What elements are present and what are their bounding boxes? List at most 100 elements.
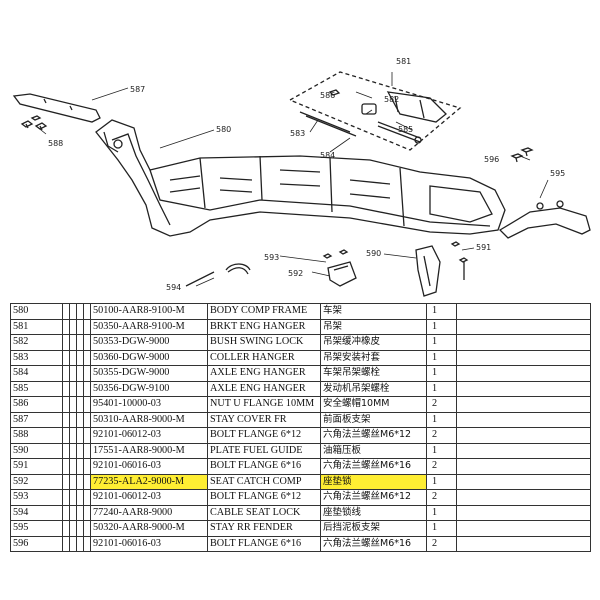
quantity-cell: 2 [426, 427, 457, 444]
part-number-cell: 50320-AAR8-9000-M [90, 520, 208, 537]
row-index-cell: 581 [10, 318, 63, 335]
chinese-name-cell: 后挡泥板支架 [320, 520, 427, 537]
part-number-cell: 92101-06016-03 [90, 535, 208, 552]
part-number-cell: 92101-06012-03 [90, 427, 208, 444]
blank-cell [69, 473, 77, 490]
remarks-cell [456, 489, 591, 506]
blank-cell [69, 535, 77, 552]
blank-cell [83, 318, 91, 335]
part-name-cell: NUT U FLANGE 10MM [207, 396, 321, 413]
blank-cell [69, 411, 77, 428]
callout-585: 585 [398, 125, 413, 134]
blank-cell [76, 520, 84, 537]
chinese-name-cell: 六角法兰螺丝M6*12 [320, 427, 427, 444]
blank-cell [83, 489, 91, 506]
part-number-cell: 50310-AAR8-9000-M [90, 411, 208, 428]
part-name-cell: AXLE ENG HANGER [207, 365, 321, 382]
part-number-cell: 50355-DGW-9000 [90, 365, 208, 382]
callout-588: 588 [48, 139, 63, 148]
blank-cell [69, 365, 77, 382]
blank-cell [76, 349, 84, 366]
callout-584: 584 [320, 151, 335, 160]
part-name-cell: BODY COMP FRAME [207, 303, 321, 320]
quantity-cell: 2 [426, 489, 457, 506]
part-number-cell: 17551-AAR8-9000-M [90, 442, 208, 459]
remarks-cell [456, 396, 591, 413]
quantity-cell: 2 [426, 458, 457, 475]
part-number-cell: 77240-AAR8-9000 [90, 504, 208, 521]
rear-fender-stay-drawing [498, 200, 591, 239]
blank-cell [83, 535, 91, 552]
body-frame-drawing [95, 119, 506, 237]
row-index-cell: 586 [10, 396, 63, 413]
blank-cell [83, 365, 91, 382]
part-name-cell: BOLT FLANGE 6*16 [207, 458, 321, 475]
blank-cell [69, 303, 77, 320]
bolts-591-drawing [450, 241, 469, 280]
remarks-cell [456, 380, 591, 397]
chinese-name-cell: 座垫锁 [320, 473, 427, 490]
remarks-cell [456, 520, 591, 537]
callout-596: 596 [484, 155, 499, 164]
blank-cell [69, 318, 77, 335]
blank-cell [62, 489, 70, 506]
blank-cell [83, 427, 91, 444]
callout-582: 582 [384, 95, 399, 104]
blank-cell [76, 473, 84, 490]
chinese-name-cell: 吊架安装衬套 [320, 349, 427, 366]
callout-593: 593 [264, 253, 279, 262]
quantity-cell: 1 [426, 303, 457, 320]
blank-cell [76, 411, 84, 428]
row-index-cell: 590 [10, 442, 63, 459]
blank-cell [76, 427, 84, 444]
chinese-name-cell: 吊架缓冲橡皮 [320, 334, 427, 351]
part-name-cell: BOLT FLANGE 6*12 [207, 427, 321, 444]
blank-cell [62, 520, 70, 537]
blank-cell [69, 504, 77, 521]
engine-hanger-group-drawing [288, 71, 462, 151]
blank-cell [76, 303, 84, 320]
blank-cell [76, 334, 84, 351]
blank-cell [83, 349, 91, 366]
quantity-cell: 1 [426, 411, 457, 428]
callout-591: 591 [476, 243, 491, 252]
quantity-cell: 1 [426, 520, 457, 537]
row-index-cell: 584 [10, 365, 63, 382]
quantity-cell: 2 [426, 396, 457, 413]
blank-cell [69, 380, 77, 397]
part-name-cell: CABLE SEAT LOCK [207, 504, 321, 521]
row-index-cell: 595 [10, 520, 63, 537]
blank-cell [62, 349, 70, 366]
quantity-cell: 2 [426, 535, 457, 552]
blank-cell [69, 349, 77, 366]
row-index-cell: 583 [10, 349, 63, 366]
blank-cell [69, 489, 77, 506]
blank-cell [69, 458, 77, 475]
part-name-cell: BOLT FLANGE 6*16 [207, 535, 321, 552]
blank-cell [62, 318, 70, 335]
part-number-cell: 50353-DGW-9000 [90, 334, 208, 351]
part-name-cell: AXLE ENG HANGER [207, 380, 321, 397]
chinese-name-cell: 六角法兰螺丝M6*12 [320, 489, 427, 506]
callout-594: 594 [166, 283, 181, 292]
remarks-cell [456, 411, 591, 428]
blank-cell [76, 365, 84, 382]
blank-cell [83, 303, 91, 320]
callout-583: 583 [290, 129, 305, 138]
blank-cell [76, 318, 84, 335]
quantity-cell: 1 [426, 442, 457, 459]
chinese-name-cell: 车架 [320, 303, 427, 320]
exploded-frame-diagram: 581 586 582 587 580 583 585 584 596 595 … [12, 57, 591, 297]
blank-cell [83, 334, 91, 351]
